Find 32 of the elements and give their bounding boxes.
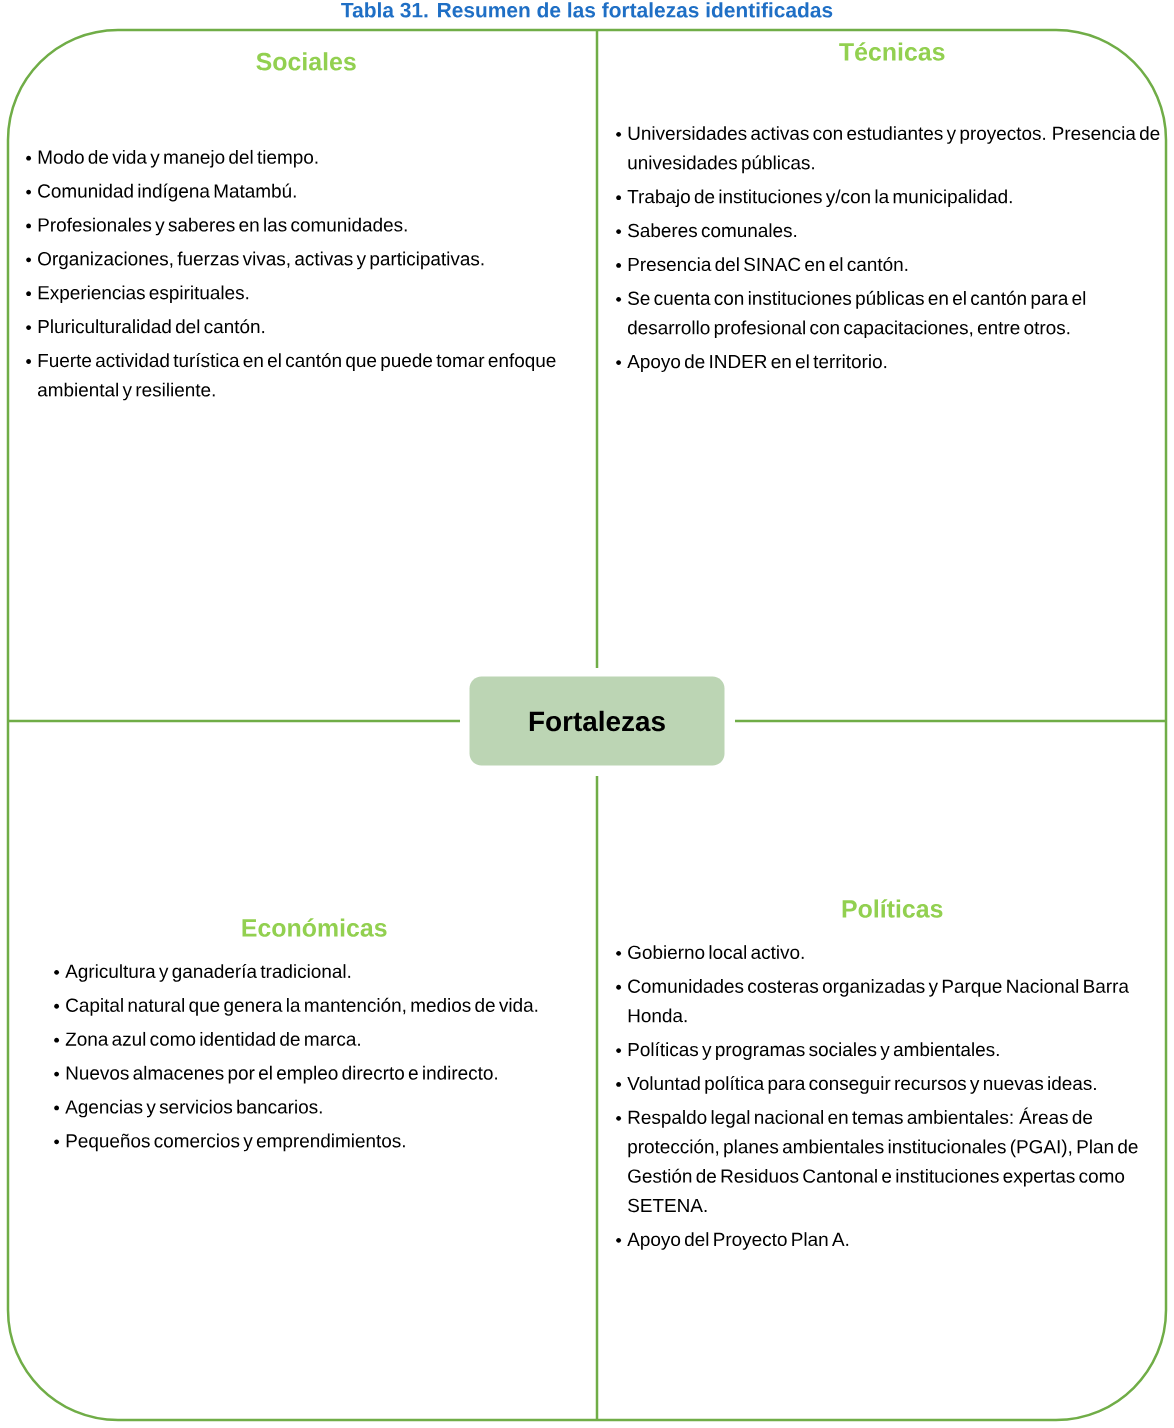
bullet-item: Agencias y servicios bancarios. xyxy=(54,1099,322,1118)
bullet-item: Fuerte actividad turística en el cantón que puede tomar enfoque ambiental y resiliente. xyxy=(26,353,556,401)
bullet-item: Presencia del SINAC en el cantón. xyxy=(616,257,908,272)
bullet-item: Apoyo de INDER en el territorio. xyxy=(616,354,887,372)
bullet-item: Nuevos almacenes por el empleo direcrto e indirecto. xyxy=(54,1065,497,1084)
bullet-item: Comunidades costeras organizadas y Parque Nacional Barra Honda. xyxy=(616,979,1129,1023)
bullet-item: Saberes comunales. xyxy=(616,223,797,238)
bullet-item: Comunidad indígena Matambú. xyxy=(26,183,296,202)
bullet-item: Políticas y programas sociales y ambientales. xyxy=(616,1042,999,1060)
category-heading: Técnicas xyxy=(839,42,945,61)
bullet-item: Pequeños comercios y emprendimientos. xyxy=(54,1133,405,1152)
bullet-item: Profesionales y saberes en las comunidades. xyxy=(26,217,407,236)
table-title: Tabla 31. Resumen de las fortalezas identificadas xyxy=(341,2,833,18)
bullet-item: Se cuenta con instituciones públicas en el cantón para el desarrollo profesional con capacitaciones, entre otros. xyxy=(616,290,1086,339)
category-heading: Políticas xyxy=(842,899,943,918)
category-heading: Económicas xyxy=(242,918,387,937)
bullet-item: Zona azul como identidad de marca. xyxy=(54,1031,360,1046)
bullet-item: Universidades activas con estudiantes y proyectos. Presencia de univesidades públicas. xyxy=(616,126,1160,174)
bullet-item: Agricultura y ganadería tradicional. xyxy=(54,963,351,982)
category-heading: Sociales xyxy=(256,52,356,71)
bullet-item: Organizaciones, fuerzas vivas, activas y participativas. xyxy=(26,251,484,270)
bullet-item: Experiencias espirituales. xyxy=(26,285,249,304)
bullet-item: Respaldo legal nacional en temas ambientales: Áreas de protección, planes ambientales institucionales (PGAI), Plan de Gestión de Residuos Cantonal e instituciones expertas como SETENA. xyxy=(616,1107,1138,1213)
bullet-item: Trabajo de instituciones y/con la municipalidad. xyxy=(616,189,1012,208)
bullet-item: Modo de vida y manejo del tiempo. xyxy=(26,149,318,168)
bullet-item: Apoyo del Proyecto Plan A. xyxy=(616,1232,849,1250)
central-box xyxy=(469,676,725,766)
bullet-item: Pluriculturalidad del cantón. xyxy=(26,319,265,334)
node-label: Fortalezas xyxy=(529,710,665,732)
bullet-item: Voluntad política para conseguir recursos y nuevas ideas. xyxy=(616,1076,1096,1094)
bullet-item: Gobierno local activo. xyxy=(616,945,804,960)
bullet-item: Capital natural que genera la mantención, medios de vida. xyxy=(54,997,538,1016)
